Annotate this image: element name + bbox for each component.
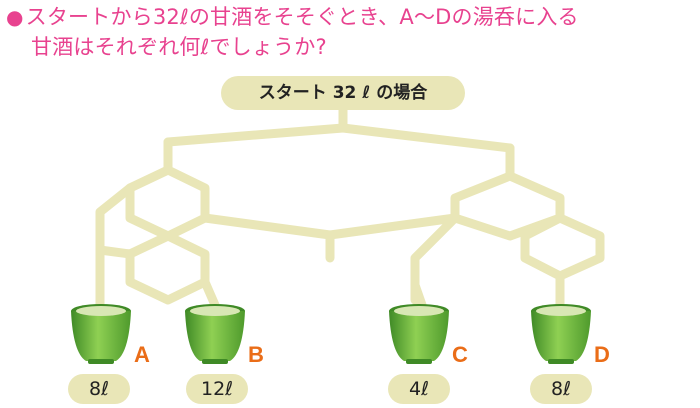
answer-a: 8ℓ (68, 374, 130, 404)
cup-a-letter: A (134, 342, 150, 367)
pipe-hex-left-bottom (125, 231, 210, 305)
pipe-right-outer (410, 213, 460, 305)
pipe-left-cross (95, 245, 135, 259)
teacup-d-icon (531, 304, 591, 364)
pipe-hex-right-top (450, 171, 565, 241)
answer-b: 12ℓ (186, 374, 248, 404)
answer-c: 4ℓ (388, 374, 450, 404)
teacup-a-icon (71, 304, 131, 364)
start-label: スタート 32 ℓ の場合 (221, 76, 465, 110)
cup-b-letter: B (248, 342, 264, 367)
question-line-2: 甘酒はそれぞれ何ℓでしょうか? (31, 35, 327, 59)
teacup-b-icon (185, 304, 245, 364)
pipe-top-branch (163, 123, 515, 153)
pipe-c-drop (410, 280, 427, 310)
bullet-icon: ● (6, 5, 24, 29)
answer-d: 8ℓ (530, 374, 592, 404)
teacup-c-icon (389, 304, 449, 364)
pipe-left-outer (95, 183, 135, 305)
cup-d-letter: D (594, 342, 610, 367)
pipe-hex-right-bottom (520, 213, 605, 281)
pipe-hex-left-top (125, 165, 210, 241)
pipe-b-drop (200, 277, 220, 310)
question-text: ●スタートから32ℓの甘酒をそそぐとき、A〜Dの湯呑に入る 甘酒はそれぞれ何ℓで… (6, 2, 696, 62)
question-line-1: スタートから32ℓの甘酒をそそぐとき、A〜Dの湯呑に入る (25, 5, 579, 29)
cup-c-letter: C (452, 342, 468, 367)
